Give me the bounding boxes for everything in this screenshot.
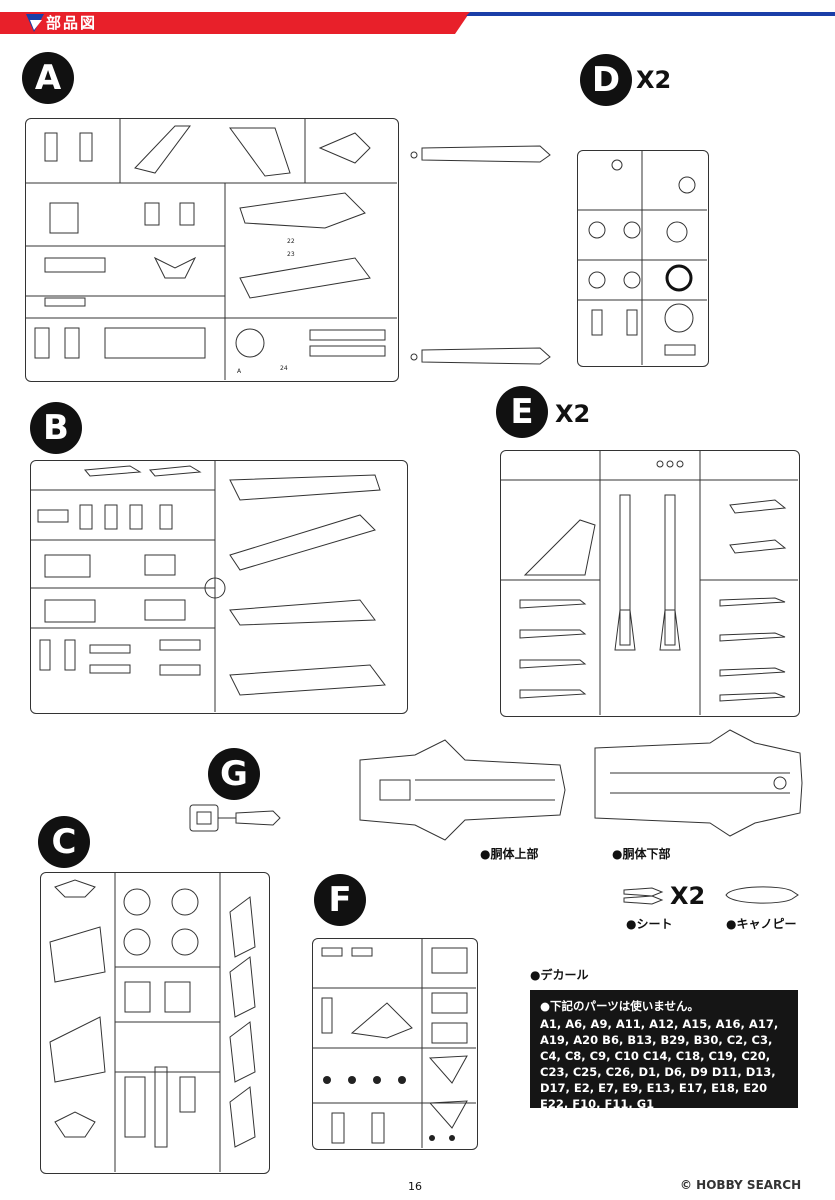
sprue-g-parts	[189, 804, 281, 832]
sprue-a-loose-part-top	[410, 145, 551, 163]
canopy-caption: ●キャノピー	[726, 917, 797, 931]
unused-parts-title: ●下記のパーツは使いません。	[540, 999, 699, 1013]
sprue-label-d: D	[580, 54, 632, 106]
decal-caption: ●デカール	[530, 968, 589, 982]
watermark: © HOBBY SEARCH	[680, 1178, 802, 1192]
sprue-e-frame	[500, 450, 800, 717]
sprue-b-frame	[30, 460, 408, 714]
seat-multiplier: X2	[670, 882, 706, 910]
fuselage-upper-caption: ●胴体上部	[480, 847, 539, 861]
sprue-label-e: E	[496, 386, 548, 438]
fuselage-upper-part	[359, 739, 566, 841]
sprue-e-parts	[500, 450, 798, 715]
seat-part	[623, 887, 664, 905]
sprue-a-frame	[25, 118, 399, 382]
sprue-b-parts	[30, 460, 386, 712]
fuselage-lower-caption: ●胴体下部	[612, 847, 671, 861]
sprue-e-multiplier: X2	[555, 400, 591, 428]
sprue-d-frame	[577, 150, 709, 367]
svg-text:22: 22	[287, 238, 295, 245]
sprue-a-parts: A 24 22 23	[25, 118, 397, 380]
sprue-f-parts	[312, 938, 476, 1148]
page-number: 16	[408, 1180, 422, 1193]
sprue-label-c: C	[38, 816, 90, 868]
sprue-c-parts	[49, 872, 256, 1172]
sprue-label-b: B	[30, 402, 82, 454]
sprue-a-loose-part-bottom	[410, 347, 551, 365]
sprue-d-parts	[577, 150, 707, 365]
unused-parts-list: A1, A6, A9, A11, A12, A15, A16, A17, A19…	[540, 1017, 779, 1111]
svg-text:A: A	[237, 368, 242, 375]
svg-text:23: 23	[287, 251, 295, 258]
header-band-graphic	[0, 12, 835, 34]
canopy-part	[725, 886, 799, 904]
svg-text:24: 24	[280, 365, 288, 372]
sprue-label-a: A	[22, 52, 74, 104]
unused-parts-box: ●下記のパーツは使いません。 A1, A6, A9, A11, A12, A15…	[530, 990, 798, 1111]
fuselage-lower-part	[594, 729, 803, 837]
section-title: 部品図	[46, 14, 98, 32]
page-header: 部品図	[0, 0, 835, 40]
sprue-label-g: G	[208, 748, 260, 800]
seat-caption: ●シート	[626, 917, 673, 931]
sprue-label-f: F	[314, 874, 366, 926]
sprue-d-multiplier: X2	[636, 66, 672, 94]
